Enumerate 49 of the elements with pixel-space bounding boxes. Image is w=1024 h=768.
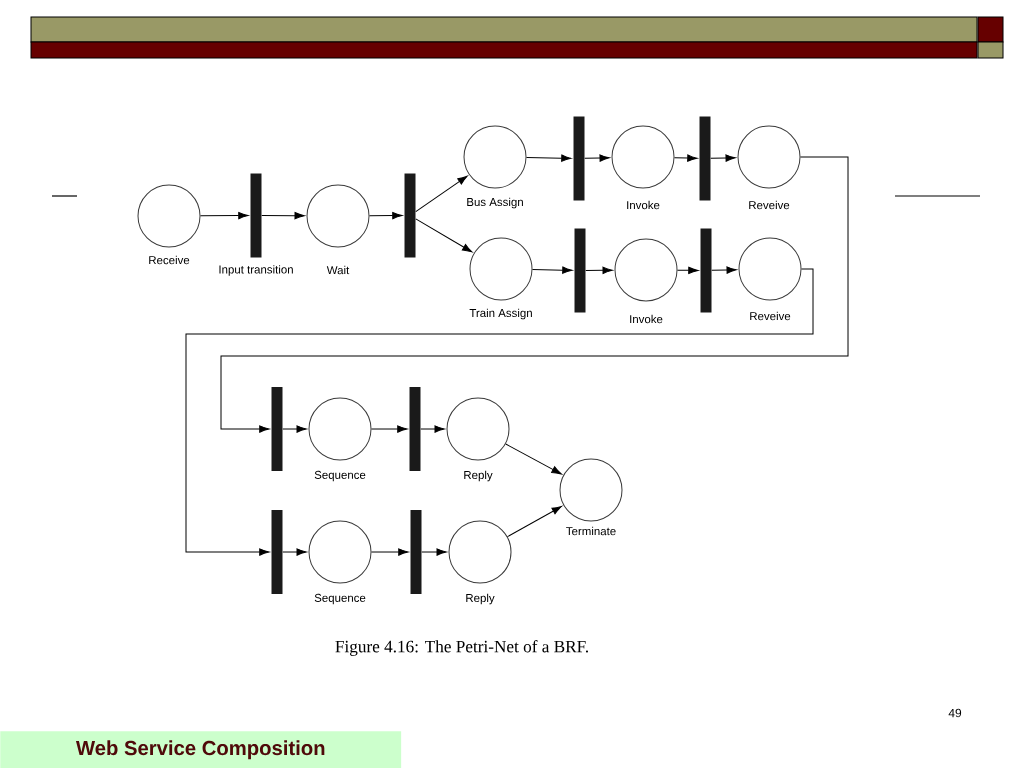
place-label: Receive xyxy=(149,255,190,265)
arrow xyxy=(421,548,447,556)
arrow xyxy=(584,154,610,162)
arrow xyxy=(369,211,403,220)
arrow xyxy=(677,266,699,275)
arrow xyxy=(220,156,849,433)
arrow xyxy=(185,268,814,556)
arrow xyxy=(585,266,613,274)
arrow xyxy=(371,548,409,556)
arrow xyxy=(200,211,249,220)
transition-bar xyxy=(699,116,711,201)
arrow xyxy=(526,154,572,162)
place-label: Invoke xyxy=(630,314,663,324)
transition-label: Input transition xyxy=(219,265,293,276)
arrow xyxy=(710,154,736,162)
place-label: Sequence xyxy=(314,593,366,605)
place-label: Train Assign xyxy=(469,308,532,320)
arrow xyxy=(711,266,737,274)
place-label: Reveive xyxy=(750,311,791,321)
arrow xyxy=(420,425,445,433)
place-label: Terminate xyxy=(566,526,616,536)
arrow xyxy=(415,218,473,253)
transition-bar xyxy=(574,228,586,313)
arrow xyxy=(415,175,468,213)
arrow xyxy=(282,548,307,556)
transition-bar xyxy=(700,228,712,313)
arrow xyxy=(532,266,573,274)
place-label: Reply xyxy=(466,593,495,605)
figure-caption: Figure 4.16: The Petri-Net of a BRF. xyxy=(335,640,588,656)
transition-bar xyxy=(573,116,585,201)
transition-bar xyxy=(271,510,283,594)
transition-bar xyxy=(271,387,283,471)
arrow xyxy=(507,506,562,538)
transition-bar xyxy=(404,173,416,258)
arrow xyxy=(282,425,307,433)
place-label: Reveive xyxy=(749,200,790,210)
arrow xyxy=(505,443,562,475)
place-label: Sequence xyxy=(314,470,366,482)
place-label: Invoke xyxy=(627,200,660,210)
transition-bar xyxy=(410,510,422,594)
place-label: Reply xyxy=(464,470,493,482)
footer-banner: Web Service Composition xyxy=(0,731,402,768)
page-number: 49 xyxy=(948,708,962,718)
arrow xyxy=(371,425,408,433)
transition-bar xyxy=(409,387,421,471)
arrow xyxy=(261,212,305,220)
place-label: Wait xyxy=(326,265,350,275)
arrow xyxy=(674,154,698,162)
place-label: Bus Assign xyxy=(467,197,523,209)
